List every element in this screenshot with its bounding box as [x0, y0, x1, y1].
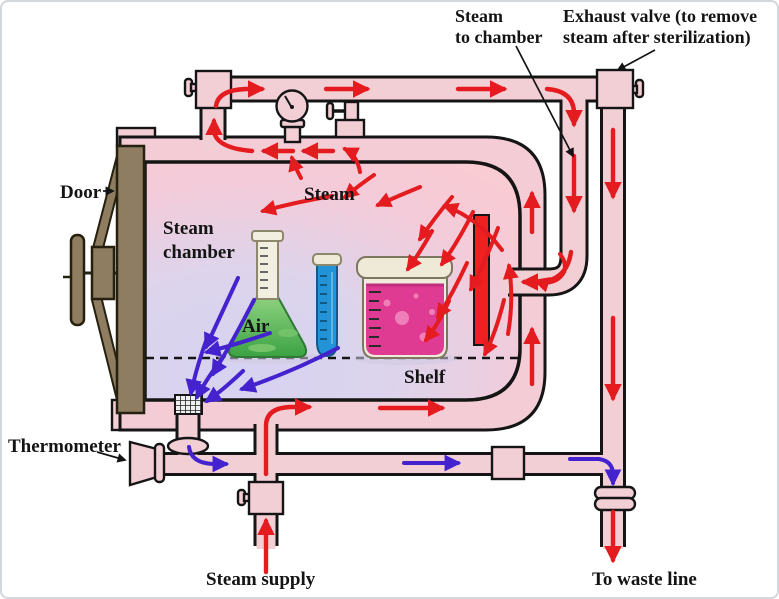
- flask-neck: [256, 236, 279, 300]
- flask-graduations: [260, 247, 268, 289]
- lid-instruments: [275, 89, 366, 144]
- gauge-pivot: [290, 105, 294, 109]
- supply-valve: [247, 480, 285, 516]
- exhaust-valve: [595, 68, 635, 110]
- beaker-bubbles: [383, 293, 435, 342]
- door: [63, 144, 146, 415]
- label-steam-supply: Steam supply: [206, 569, 316, 590]
- label-steam-to-chamber: to chamber: [455, 27, 542, 47]
- label-steam-to-chamber: Steam: [455, 6, 503, 26]
- flask-highlight: [278, 329, 298, 337]
- safety-valve: [334, 118, 366, 139]
- tube-body: [316, 263, 338, 358]
- steam-release-valve: [194, 69, 233, 110]
- label-door: Door: [60, 182, 102, 203]
- label-exhaust-valve: steam after sterilization): [563, 27, 751, 48]
- thermometer-mount: [153, 442, 166, 484]
- leader-steam-to-chamber: [515, 45, 574, 158]
- label-steam-chamber: chamber: [163, 242, 235, 263]
- fittings: [166, 68, 645, 516]
- leader-thermometer: [96, 451, 127, 463]
- label-steam-chamber: Steam: [163, 218, 214, 239]
- safety-valve-knob: [325, 101, 335, 121]
- beaker-graduations: [369, 291, 381, 347]
- handwheel-hub: [90, 245, 116, 301]
- label-thermometer: Thermometer: [8, 436, 121, 457]
- flask-highlight: [248, 344, 276, 352]
- gauge-stem: [283, 124, 302, 144]
- leader-exhaust-valve: [616, 49, 656, 71]
- beaker: [356, 256, 453, 359]
- tube-graduations: [320, 275, 327, 340]
- label-air: Air: [242, 316, 270, 337]
- handwheel-rim: [69, 233, 86, 327]
- beaker-rim: [356, 256, 453, 279]
- door-slab: [115, 144, 146, 415]
- leader-lines: [96, 45, 656, 463]
- test-tube: [312, 253, 342, 358]
- label-to-waste-line: To waste line: [592, 569, 697, 590]
- labels: Steam to chamber Exhaust valve (to remov…: [8, 6, 757, 590]
- pipe-coupling: [593, 496, 637, 512]
- safety-valve-neck: [343, 100, 360, 123]
- thermometer-body: [128, 440, 159, 487]
- inline-fitting: [490, 445, 526, 481]
- label-steam: Steam: [304, 184, 355, 205]
- thermometer-device: [128, 440, 166, 487]
- air-flow-arrows: [185, 276, 622, 487]
- label-shelf: Shelf: [404, 367, 446, 388]
- label-exhaust-valve: Exhaust valve (to remove: [563, 6, 757, 27]
- steam-flow-arrows: [205, 80, 622, 575]
- tube-rim: [312, 253, 342, 266]
- flask-rim: [251, 230, 284, 242]
